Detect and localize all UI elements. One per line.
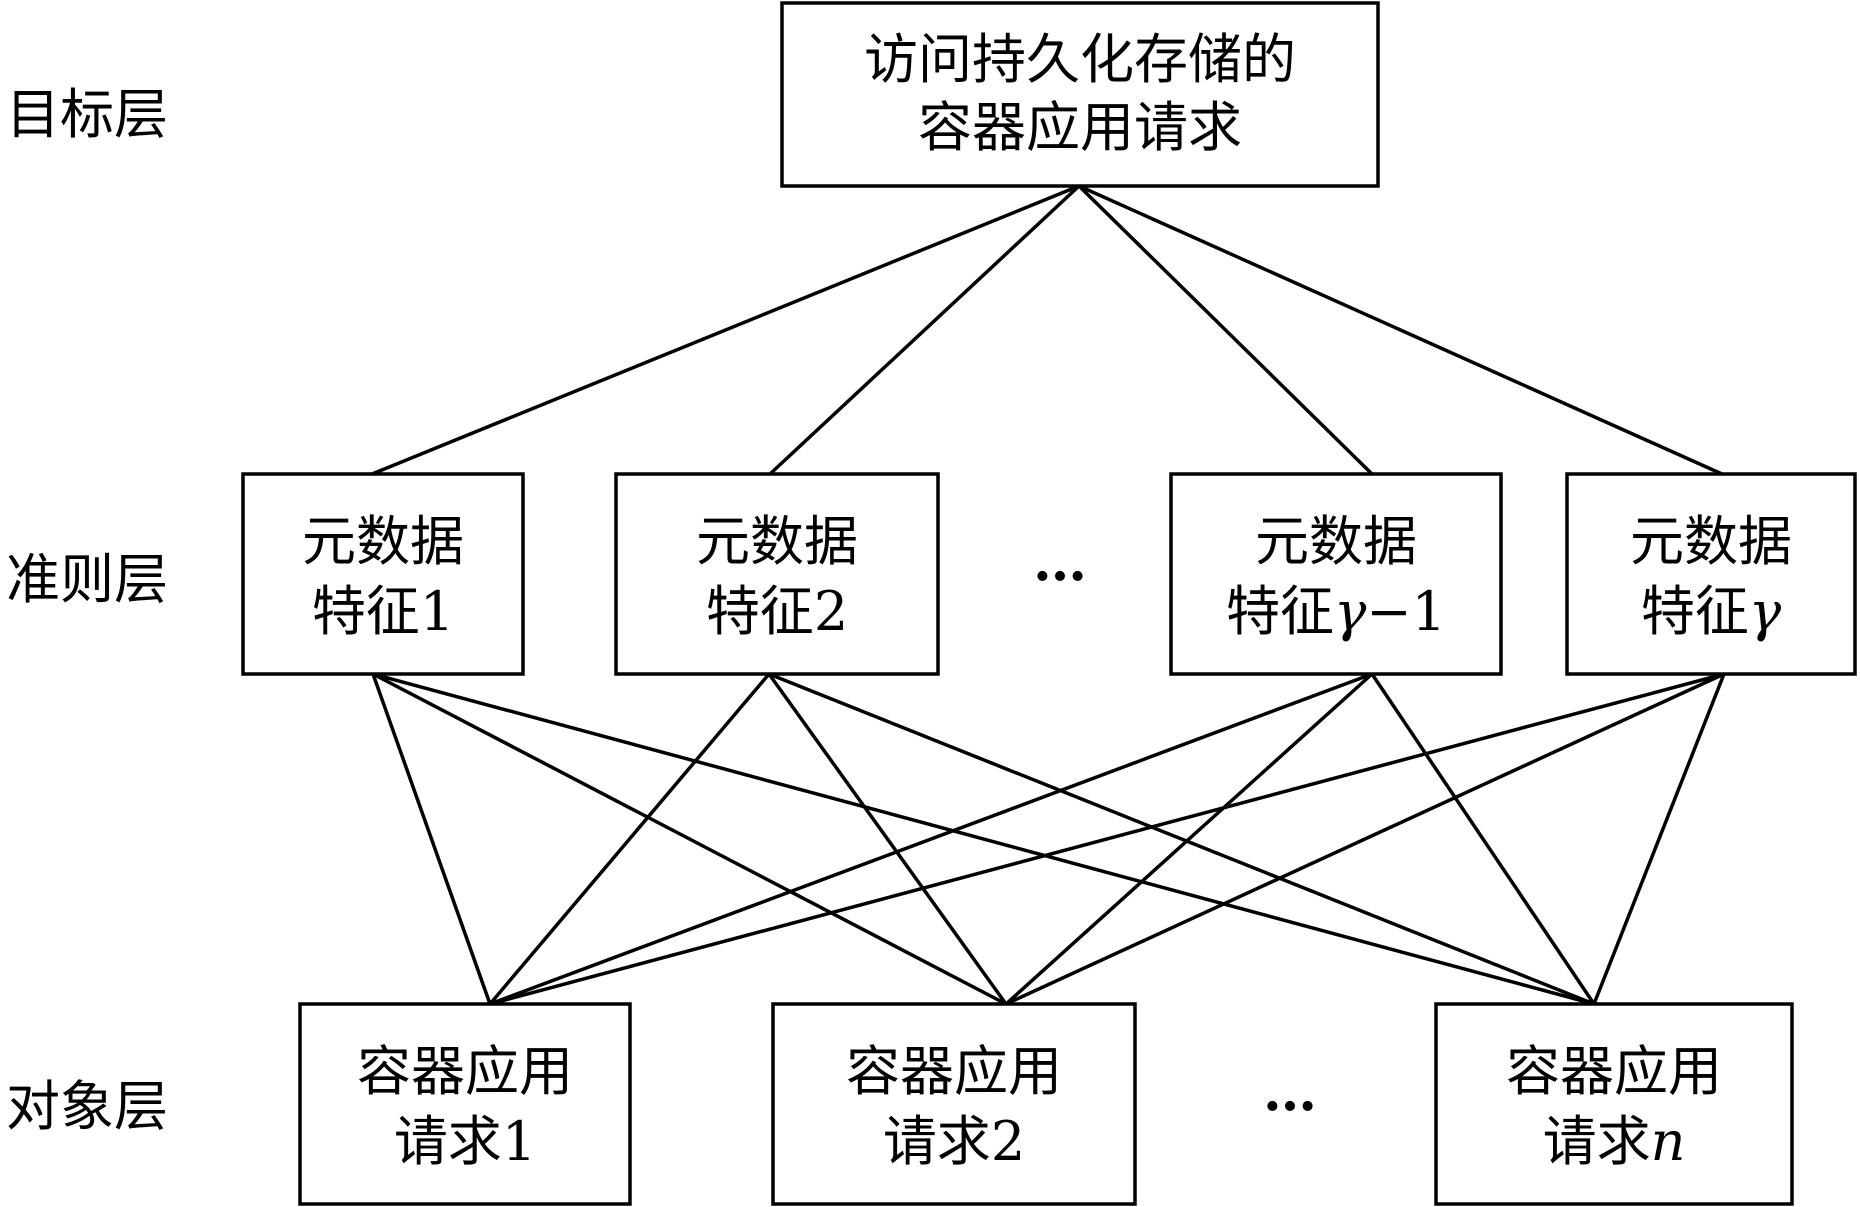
criteria-node-line1: 元数据 [1255,510,1417,573]
link-c2-o3 [768,672,1595,1006]
criteria-node-3: 元数据 特征γ−1 [1169,472,1503,676]
criteria-node-line2-prefix: 特征 [706,580,814,643]
link-c3-o2 [1004,672,1374,1006]
criteria-node-box [241,472,525,676]
link-c4-o2 [1005,672,1725,1006]
layer-label-goal: 目标层 [6,83,168,146]
object-node-box [298,1002,632,1206]
object-node-line2: 请求1 [394,1110,536,1173]
criteria-node-1: 元数据 特征1 [241,472,525,676]
object-node-line2: 请求2 [883,1110,1025,1173]
criteria-node-line2: 特征1 [312,580,454,643]
link-c4-o1 [489,672,1725,1006]
criteria-node-line2-suffix: 2 [814,580,848,643]
object-node-line2-suffix: 2 [991,1110,1025,1173]
object-node-line2-prefix: 请求 [1543,1110,1651,1173]
criteria-node-line2-var: γ [1749,580,1782,643]
link-goal-criteria-3 [1077,184,1374,476]
object-ellipsis: … [1263,1059,1317,1123]
goal-node-line2: 容器应用请求 [918,96,1242,159]
object-node-3: 容器应用 请求n [1434,1002,1794,1206]
criteria-node-2: 元数据 特征2 [614,472,940,676]
criteria-node-line2-var: γ [1334,580,1367,643]
criteria-node-line2: 特征2 [706,580,848,643]
link-goal-criteria-1 [371,184,1080,476]
link-goal-criteria-2 [768,184,1081,476]
object-node-line2-prefix: 请求 [883,1110,991,1173]
goal-node: 访问持久化存储的 容器应用请求 [780,1,1380,188]
layer-label-criteria: 准则层 [6,548,168,611]
criteria-node-line2-suffix: 1 [420,580,454,643]
link-c3-o3 [1370,673,1596,1005]
criteria-node-box [614,472,940,676]
criteria-node-line2-suffix: −1 [1366,580,1446,643]
criteria-node-4: 元数据 特征γ [1565,472,1857,676]
link-goal-criteria-4 [1078,184,1723,476]
object-node-line1: 容器应用 [1506,1040,1722,1103]
object-node-line2: 请求n [1543,1110,1686,1173]
link-c3-o1 [489,672,1373,1006]
goal-criteria-links [371,184,1723,476]
object-node-line1: 容器应用 [846,1040,1062,1103]
criteria-object-links [371,672,1726,1006]
criteria-node-line1: 元数据 [302,510,464,573]
criteria-node-line2-prefix: 特征 [312,580,420,643]
link-c1-o3 [372,672,1595,1006]
object-node-line1: 容器应用 [357,1040,573,1103]
goal-node-line1: 访问持久化存储的 [864,28,1296,91]
link-c2-o1 [488,672,771,1006]
goal-node-box [780,1,1380,188]
object-node-box [771,1002,1137,1206]
criteria-ellipsis: … [1033,529,1087,593]
link-c4-o3 [1592,673,1726,1005]
object-node-line2-suffix: 1 [502,1110,536,1173]
object-node-box [1434,1002,1794,1206]
criteria-node-line2: 特征γ [1641,580,1782,643]
criteria-node-line2: 特征γ−1 [1226,580,1446,643]
criteria-node-line1: 元数据 [1630,510,1792,573]
criteria-node-box [1565,472,1857,676]
criteria-node-line1: 元数据 [696,510,858,573]
criteria-node-line2-prefix: 特征 [1641,580,1749,643]
layer-label-object: 对象层 [6,1075,168,1138]
object-node-line2-var: n [1651,1110,1686,1173]
link-c1-o1 [371,673,492,1005]
criteria-node-line2-prefix: 特征 [1226,580,1334,643]
link-c1-o2 [372,672,1007,1006]
object-node-line2-prefix: 请求 [394,1110,502,1173]
object-node-1: 容器应用 请求1 [298,1002,632,1206]
link-c2-o2 [767,672,1008,1006]
object-node-2: 容器应用 请求2 [771,1002,1137,1206]
criteria-node-box [1169,472,1503,676]
